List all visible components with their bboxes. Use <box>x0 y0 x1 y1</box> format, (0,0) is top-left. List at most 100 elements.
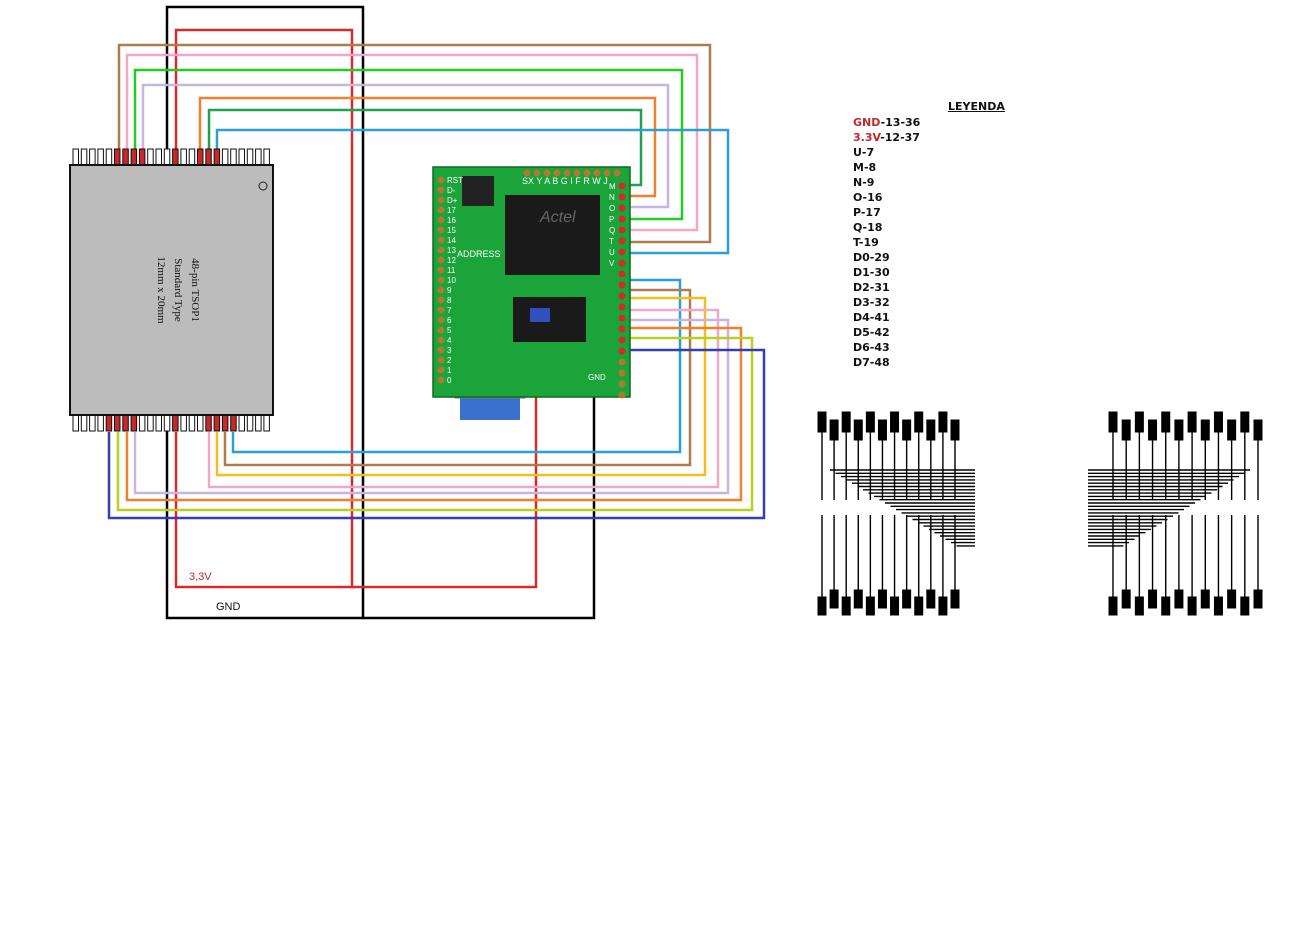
chip-pin <box>147 148 154 166</box>
chip-pin <box>221 148 229 166</box>
board-right-label: O <box>609 204 615 213</box>
legend-item-value: U-7 <box>853 146 875 159</box>
chip-pin <box>122 414 129 432</box>
board-pad <box>618 303 626 311</box>
chip-pin <box>97 148 104 166</box>
board-pad <box>437 236 445 244</box>
pcb-pad <box>914 596 924 616</box>
legend-item-key: 3.3V <box>853 131 881 144</box>
board-pad <box>618 237 626 245</box>
legend-item: O-16 <box>853 190 920 205</box>
board-left-label: 14 <box>447 236 456 245</box>
chip-pin <box>114 414 121 432</box>
chip-pin <box>163 414 171 432</box>
board-left-label: D+ <box>447 196 458 205</box>
board-pad <box>437 206 445 214</box>
chip-pin <box>180 148 187 166</box>
chip-pin <box>80 414 88 432</box>
pcb-pad <box>877 589 887 609</box>
pcb-pad <box>938 596 948 616</box>
pcb-pad <box>890 411 900 433</box>
pcb-pad <box>1253 589 1263 609</box>
chip-pin <box>138 414 146 432</box>
board-pad <box>437 216 445 224</box>
board-pad <box>618 215 626 223</box>
board-pad <box>618 347 626 355</box>
chip-pin <box>155 414 162 432</box>
board-left-label: 11 <box>447 266 456 275</box>
board-pad <box>523 169 531 177</box>
legend-item-value: D3-32 <box>853 296 890 309</box>
pcb-pad <box>1148 589 1158 609</box>
legend-item-value: -12-37 <box>880 131 920 144</box>
pcb-pad <box>841 411 851 433</box>
pcb-pad <box>1134 411 1144 433</box>
pcb-pad <box>853 419 863 441</box>
chip-pin <box>105 414 113 432</box>
legend-item: D5-42 <box>853 325 920 340</box>
board-gnd-label: GND <box>588 373 606 382</box>
board-pad <box>618 182 626 190</box>
power-label: 3,3V <box>189 571 212 583</box>
board-pad <box>543 169 551 177</box>
pcb-pad <box>1200 589 1210 609</box>
board-right-label: U <box>609 248 615 257</box>
board-pad <box>573 169 581 177</box>
chip-label-3: 12mm x 20mm <box>155 256 167 324</box>
pcb-pad <box>817 596 827 616</box>
board-pad <box>437 336 445 344</box>
legend-item-value: P-17 <box>853 206 881 219</box>
legend-item-value: D6-43 <box>853 341 890 354</box>
board-pad <box>618 358 626 366</box>
chip-pin <box>147 414 154 432</box>
chip-pin <box>80 148 88 166</box>
chip-pin <box>72 414 79 432</box>
chip-pin <box>105 148 113 166</box>
legend-title: LEYENDA <box>948 100 1005 113</box>
board-pad <box>553 169 561 177</box>
address-wires <box>117 43 730 255</box>
chip-pin <box>255 148 262 166</box>
chip-pins-top <box>72 148 270 166</box>
pcb-pad <box>902 419 912 441</box>
pcb-pad <box>1227 589 1237 609</box>
chip-pin <box>114 148 121 166</box>
pcb-pad <box>1187 596 1197 616</box>
legend-item: U-7 <box>853 145 920 160</box>
pcb-pad <box>1148 419 1158 441</box>
board-pad <box>437 276 445 284</box>
board-pad <box>618 281 626 289</box>
board-pad <box>437 256 445 264</box>
legend-item: D6-43 <box>853 340 920 355</box>
board-left-label: 17 <box>447 206 456 215</box>
chip-pin <box>246 414 254 432</box>
board-left-label: 5 <box>447 326 452 335</box>
chip-pin <box>197 148 204 166</box>
chip-pin <box>238 414 245 432</box>
board-pad <box>437 306 445 314</box>
chip-pin <box>172 148 179 166</box>
board-pad <box>618 292 626 300</box>
board-pad <box>533 169 541 177</box>
chip-pin <box>205 148 212 166</box>
legend-item: GND-13-36 <box>853 115 920 130</box>
chip-pin <box>197 414 204 432</box>
board-pad <box>437 186 445 194</box>
pcb-pad <box>902 589 912 609</box>
board-pad <box>437 176 445 184</box>
board-pad <box>437 326 445 334</box>
chip-pin <box>138 148 146 166</box>
board-pad <box>618 391 626 399</box>
legend-item: D3-32 <box>853 295 920 310</box>
board-pad <box>437 196 445 204</box>
board-pad <box>618 314 626 322</box>
board-pad <box>437 246 445 254</box>
board-pad <box>437 266 445 274</box>
pcb-pad <box>1174 419 1184 441</box>
board-left-label: 10 <box>447 276 456 285</box>
board-left-label: 8 <box>447 296 452 305</box>
legend-item: M-8 <box>853 160 920 175</box>
pcb-pad <box>914 411 924 433</box>
board-left-label: 7 <box>447 306 452 315</box>
legend-item: D4-41 <box>853 310 920 325</box>
